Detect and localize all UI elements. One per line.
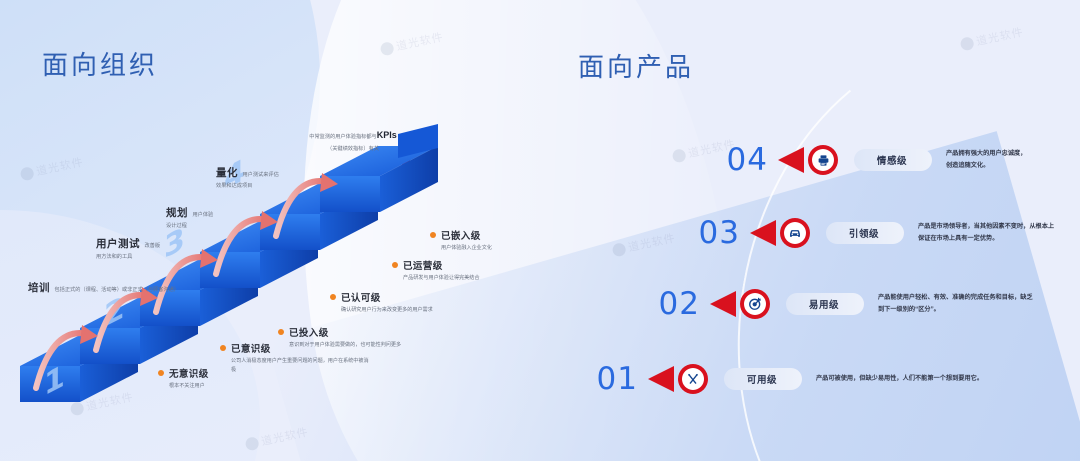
stage-label-planning-desc: 设计过程 [166,223,187,229]
kpi-suffix: 有关 [368,146,379,152]
printer-icon [812,149,834,171]
maturity-number-04: 04 [726,142,768,178]
step-number-3: 3 [164,220,185,266]
maturity-marker-03[interactable] [750,216,812,250]
stage-label-user-testing-desc: 用方法和的工具 [96,254,133,260]
target-icon [744,293,766,315]
maturity-desc-01: 产品可被使用，但缺少易用性，人们不能第一个想到要用它。 [816,374,984,382]
orange-dot-icon [158,370,164,376]
marker-pointer-icon [648,366,674,392]
level-label-unaware-name: 无意识级 [169,369,209,380]
progress-arrows [33,178,331,391]
maturity-marker-04[interactable] [778,143,840,177]
level-label-aware-name: 已意识级 [231,344,271,355]
stage-label-user-testing-inline: 改善版 [144,243,161,249]
maturity-number-03: 03 [698,215,740,251]
kpi-main: （关键绩效指标） [327,146,369,152]
level-label-embedded: 已嵌入级 用户体验融入企业文化 [430,228,580,253]
marker-pointer-icon [778,147,804,173]
level-label-embedded-name: 已嵌入级 [441,231,481,242]
watermark-logo-icon [611,241,627,258]
watermark-logo-icon [244,435,260,452]
level-label-invested-desc: 意识到对于用户体验需要做的，也可能性判问更多 [289,342,402,348]
maturity-marker-02[interactable] [710,287,772,321]
marker-circle [808,145,838,175]
watermark-logo-icon [959,35,975,52]
level-label-unaware-desc: 根本不关注用户 [169,383,205,389]
stage-label-user-testing: 用户测试 改善版 用方法和的工具 [96,234,286,262]
maturity-desc-03: 产品是市场领导者，当其他因素不变时，从根本上保证在市场上具有一定优势。 [918,222,1055,242]
car-icon [784,222,806,244]
stage-label-quantify-desc: 效果和达成项目 [216,183,253,189]
maturity-desc-04: 产品拥有强大的用户忠诚度，创造追随文化。 [946,149,1027,169]
kpi-strong: KPIs [376,130,397,140]
stage-label-user-testing-name: 用户测试 [96,238,140,250]
watermark-logo-icon [671,147,687,164]
marker-pointer-icon [710,291,736,317]
orange-dot-icon [392,262,398,268]
orange-dot-icon [220,345,226,351]
progress-arrow-heads [80,173,338,344]
orange-dot-icon [430,232,436,238]
level-label-invested: 已投入级 意识到对于用户体验需要做的，也可能性判问更多 [278,325,428,350]
level-label-invested-name: 已投入级 [289,328,329,339]
maturity-row-03[interactable]: 03 引领级 产品是市场领导者，当其他因素不变时，从根本上保证在市场上具有一定优… [678,215,1055,251]
maturity-desc-02: 产品能使用户轻松、有效、准确的完成任务和目标，缺乏到下一级别的“区分”。 [878,293,1033,313]
staircase-diagram: 1 2 3 4 5 6 [20,120,438,403]
level-label-operational-name: 已运营级 [403,261,443,272]
right-panel-title: 面向产品 [578,52,695,82]
level-label-operational: 已运营级 产品研发与用户体验让得完美结合 [392,258,542,283]
maturity-row-01[interactable]: 01 可用级 产品可被使用，但缺少易用性，人们不能第一个想到要用它。 [576,361,984,397]
level-label-committed-desc: 确认研究用户行为来改变更多的用户需求 [341,307,433,313]
left-panel-title: 面向组织 [42,50,159,80]
stage-label-training-name: 培训 [28,282,50,294]
maturity-pill-02: 易用级 [786,293,864,315]
marker-circle [740,289,770,319]
maturity-number-02: 02 [658,286,700,322]
maturity-pill-03: 引领级 [826,222,904,244]
step-number-1: 1 [44,357,65,403]
step-number-5: 5 [284,120,305,129]
level-label-operational-desc: 产品研发与用户体验让得完美结合 [403,275,480,281]
maturity-row-04[interactable]: 04 情感级 产品拥有强大的用户忠诚度，创造追随文化。 [706,142,1027,178]
stage-label-planning-inline: 用户体验 [192,212,214,218]
orange-dot-icon [278,329,284,335]
stage-label-planning: 规划 用户体验 设计过程 [166,203,356,231]
maturity-pill-01: 可用级 [724,368,802,390]
maturity-number-01: 01 [596,361,638,397]
stage-label-quantify-inline: 用户测试来评估 [242,172,279,178]
stage-label-training-desc: 包括正式的（课程、活动等）或非正式（与顾客沟通） [54,287,179,293]
marker-pointer-icon [750,220,776,246]
level-label-committed-name: 已认可级 [341,293,381,304]
orange-dot-icon [330,294,336,300]
marker-circle [780,218,810,248]
maturity-row-02[interactable]: 02 易用级 产品能使用户轻松、有效、准确的完成任务和目标，缺乏到下一级别的“区… [638,286,1033,322]
maturity-pill-04: 情感级 [854,149,932,171]
level-label-aware: 已意识级 公司人消极态度用户产生重要问题的问题，用户在系统中被消极 [220,341,370,375]
stage-label-training: 培训 包括正式的（课程、活动等）或非正式（与顾客沟通） [28,278,218,296]
maturity-marker-01[interactable] [648,362,710,396]
marker-circle [678,364,708,394]
stage-label-quantify-name: 量化 [216,167,238,179]
tools-icon [682,368,704,390]
level-label-unaware: 无意识级 根本不关注用户 [158,366,308,391]
stage-label-quantify: 量化 用户测试来评估 效果和达成项目 [216,163,406,191]
step-6 [320,124,438,212]
watermark-logo-icon [379,40,395,57]
level-label-committed: 已认可级 确认研究用户行为来改变更多的用户需求 [330,290,480,315]
stage-label-planning-name: 规划 [166,207,188,219]
step-number-4: 4 [224,151,245,197]
level-label-aware-desc: 公司人消极态度用户产生重要问题的问题，用户在系统中被消极 [231,358,369,374]
stage-label-kpi: 中常监测的用户体验指标都与KPIs （关键绩效指标）有关 [268,130,438,153]
level-label-embedded-desc: 用户体验融入企业文化 [441,245,492,251]
kpi-prefix: 中常监测的用户体验指标都与 [309,134,377,140]
